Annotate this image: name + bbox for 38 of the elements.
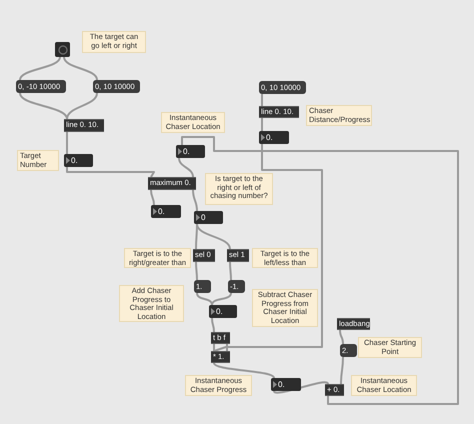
patch-cord [181, 136, 459, 405]
number-box [64, 154, 93, 167]
patch-cord [273, 381, 329, 394]
patch-cord [340, 356, 344, 384]
patch-cord [211, 318, 215, 332]
patch-cord [196, 224, 231, 250]
number-value: 0. [216, 306, 223, 316]
patch-cord [19, 56, 61, 80]
number-value: 0. [183, 146, 190, 156]
patch-cord [261, 94, 263, 106]
patch-cord [214, 144, 323, 352]
patch-cord [150, 190, 155, 206]
number-value: 0. [71, 156, 78, 166]
patch-cord [196, 292, 213, 306]
patch-cord [192, 190, 198, 212]
number-box [176, 145, 205, 158]
number-box [259, 131, 289, 144]
patch-cord [211, 292, 232, 306]
patch-cord [213, 362, 275, 379]
number-value: 0. [266, 132, 273, 142]
patch-cord [178, 158, 194, 178]
number-value: 0 [201, 212, 206, 222]
patch-cord [19, 92, 68, 120]
patch-cord [229, 262, 232, 280]
patch-cord [66, 167, 155, 178]
patch-cord [66, 92, 98, 120]
number-box [151, 205, 181, 218]
number-box [271, 378, 301, 391]
patch-cord [261, 118, 263, 131]
number-value: 0. [278, 380, 285, 390]
patch-cord [195, 262, 198, 280]
patch-cord [66, 132, 68, 154]
patch-cord [195, 224, 198, 249]
patch-cord [339, 330, 344, 344]
patch-cord [63, 56, 98, 80]
number-box [209, 305, 237, 318]
number-value: 0. [158, 206, 165, 216]
number-box [194, 211, 223, 224]
